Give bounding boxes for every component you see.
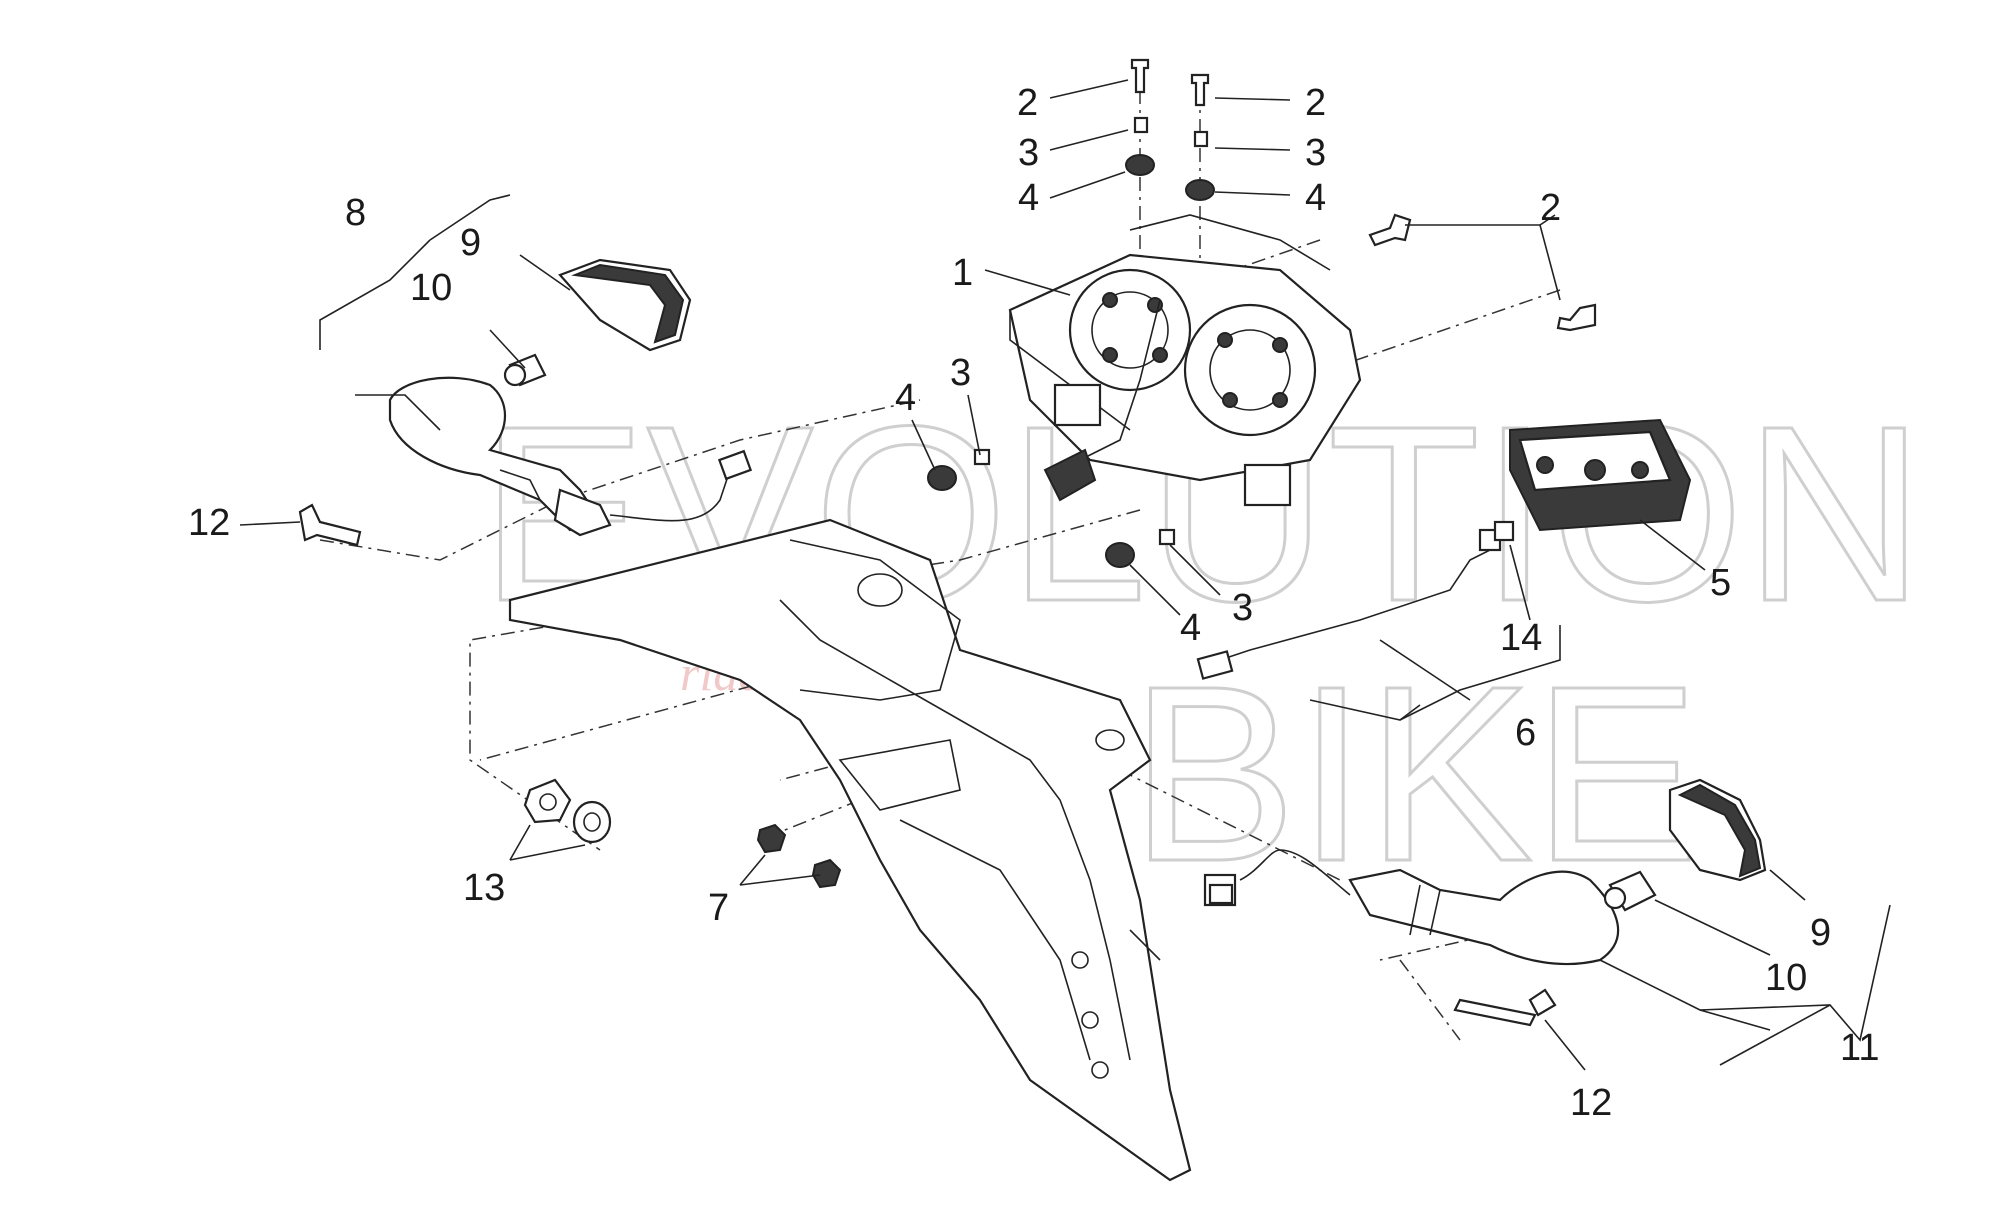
callout-9-right: 9 bbox=[1810, 912, 1831, 954]
callout-3-top-right: 3 bbox=[1305, 132, 1326, 174]
callout-3-middle: 3 bbox=[950, 352, 971, 394]
callout-10-left: 10 bbox=[410, 267, 452, 309]
callout-3-top-left: 3 bbox=[1018, 132, 1039, 174]
wiring-harness bbox=[1196, 520, 1515, 680]
callout-labels: 2 2 3 3 4 4 1 2 3 4 3 4 5 14 6 8 9 10 12… bbox=[188, 82, 1879, 1124]
callout-14: 14 bbox=[1500, 617, 1542, 659]
callout-12-right: 12 bbox=[1570, 1082, 1612, 1124]
left-indicator-lens bbox=[558, 258, 692, 352]
tail-light-assembly bbox=[1008, 214, 1362, 507]
callout-13: 13 bbox=[463, 867, 505, 909]
callout-6: 6 bbox=[1515, 712, 1536, 754]
callout-8: 8 bbox=[345, 192, 366, 234]
bolts-long bbox=[298, 503, 1557, 1027]
right-indicator-assembly bbox=[1203, 849, 1620, 966]
callout-2-right: 2 bbox=[1540, 187, 1561, 229]
callout-4-top-left: 4 bbox=[1018, 177, 1039, 219]
callout-3-lower: 3 bbox=[1232, 587, 1253, 629]
nuts-large bbox=[523, 778, 612, 844]
callout-4-top-right: 4 bbox=[1305, 177, 1326, 219]
callout-10-right: 10 bbox=[1765, 957, 1807, 999]
right-indicator-bulb bbox=[1603, 870, 1657, 912]
left-indicator-bulb bbox=[503, 353, 547, 387]
screws-top bbox=[1130, 58, 1597, 332]
nuts-small bbox=[756, 823, 842, 889]
watermark-brand-line2: BIKE bbox=[1130, 634, 1700, 913]
tail-light-lens bbox=[1509, 418, 1692, 532]
callout-4-middle: 4 bbox=[895, 377, 916, 419]
leader-lines bbox=[239, 79, 1891, 1071]
callout-5: 5 bbox=[1710, 562, 1731, 604]
left-indicator-assembly bbox=[388, 376, 753, 537]
callout-4-lower: 4 bbox=[1180, 607, 1201, 649]
right-indicator-lens bbox=[1668, 778, 1767, 882]
number-plate-holder bbox=[508, 518, 1192, 1182]
callout-7: 7 bbox=[708, 887, 729, 929]
callout-1: 1 bbox=[952, 252, 973, 294]
callout-9-left: 9 bbox=[460, 222, 481, 264]
grommets-and-spacers bbox=[927, 116, 1215, 568]
callout-12-left: 12 bbox=[188, 502, 230, 544]
callout-11: 11 bbox=[1840, 1027, 1879, 1069]
callout-2-top-right: 2 bbox=[1305, 82, 1326, 124]
callout-2-top-left: 2 bbox=[1017, 82, 1038, 124]
